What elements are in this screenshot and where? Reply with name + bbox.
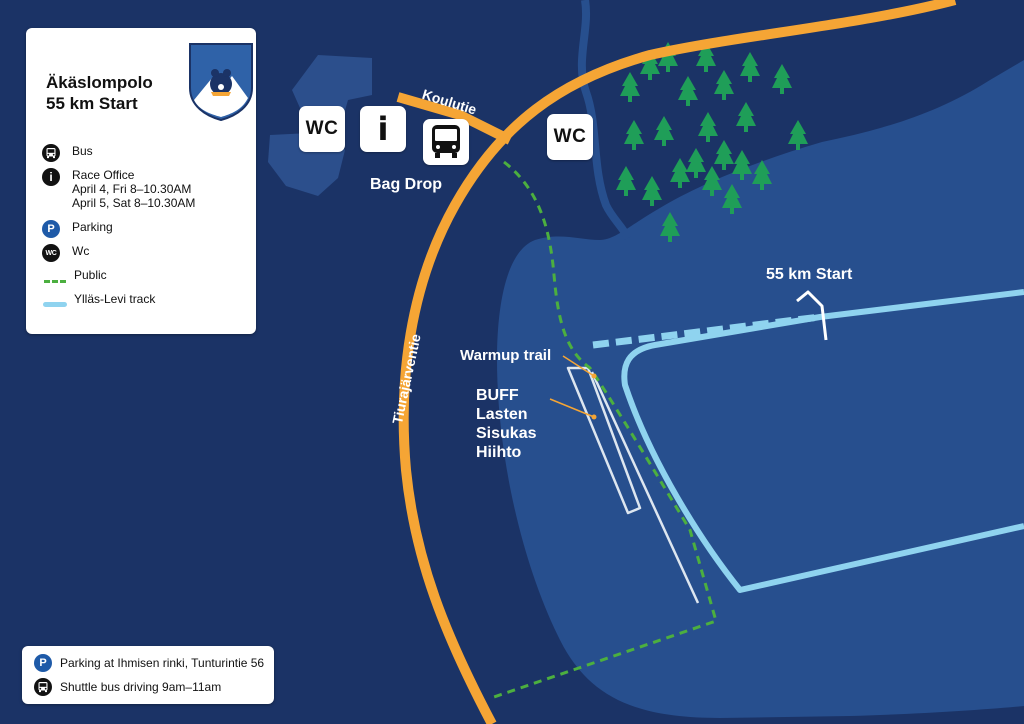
legend-label-public: Public [74,268,107,282]
main-road [398,0,957,724]
start-arrow [796,290,828,341]
note-shuttle-text: Shuttle bus driving 9am–11am [60,680,222,694]
legend-item-public: Public [42,268,107,286]
track-dashed-segment [592,313,821,349]
legend-label-wc: Wc [72,244,90,258]
tree-icon [640,50,660,80]
public-path [493,160,718,699]
legend-item-parking: P Parking [42,220,113,238]
parking-icon: P [42,220,60,238]
notes-card: P Parking at Ihmisen rinki, Tunturintie … [22,646,274,704]
kids-leader-dot [591,414,597,420]
tree-icon [788,120,808,150]
race-office-title: Race Office [72,168,135,182]
bus-sign [423,119,469,165]
ylläs-levi-track [621,289,1024,593]
ylläs-levi-logo [189,43,253,122]
kids-leader [549,398,595,418]
wc-sign-right: WC [547,114,593,160]
info-icon: i [42,168,60,186]
light-blue-line [43,302,67,307]
tree-icon [732,150,752,180]
kids-trail-line4: Hiihto [476,444,522,461]
tree-icon [654,116,674,146]
race-office-saturday: April 5, Sat 8–10.30AM [72,196,196,210]
tree-icon [740,52,760,82]
start-label: 55 km Start [766,266,853,283]
tree-icon [772,64,792,94]
tree-icon [714,140,734,170]
forest [616,42,808,242]
bus-icon [42,144,60,162]
race-office-friday: April 4, Fri 8–10.30AM [72,182,192,196]
creek [577,0,632,240]
legend-title: Äkäslompolo 55 km Start [46,72,153,114]
kids-trail-line3: Sisukas [476,425,537,442]
legend-item-wc: WC Wc [42,244,89,262]
legend-item-track: Ylläs-Levi track [42,292,155,310]
legend-item-bus: Bus [42,144,93,162]
legend-title-line1: Äkäslompolo [46,73,153,92]
tree-icon [698,112,718,142]
note-parking: P Parking at Ihmisen rinki, Tunturintie … [34,654,264,672]
legend-label-race-office: Race Office April 4, Fri 8–10.30AM April… [72,168,195,210]
kids-trail-line2: Lasten [476,406,528,423]
tree-icon [642,176,662,206]
tree-icon [620,72,640,102]
kids-trail-line1: BUFF [476,387,519,404]
legend-card: Äkäslompolo 55 km Start Bus i Race Offic… [26,28,256,334]
bus-icon [432,125,460,158]
tree-icon [660,212,680,242]
tree-icon [670,158,690,188]
legend-label-bus: Bus [72,144,93,158]
legend-label-parking: Parking [72,220,113,234]
tree-icon [616,166,636,196]
note-shuttle: Shuttle bus driving 9am–11am [34,678,221,696]
tree-icon [736,102,756,132]
tree-icon [678,76,698,106]
warmup-leader-dot [591,373,597,379]
wc-sign-left: WC [299,106,345,152]
dashed-green-line [44,279,66,283]
wc-icon: WC [42,244,60,262]
info-sign: i [360,106,406,152]
tree-icon [702,166,722,196]
tree-icon [686,148,706,178]
warmup-trail-line [590,371,700,604]
warmup-trail-label: Warmup trail [460,347,552,364]
kids-trail-label: BUFF Lasten Sisukas Hiihto [476,386,536,462]
road-koulutie [396,92,513,145]
bag-drop-label: Bag Drop [370,176,442,193]
bus-icon [34,678,52,696]
tree-icon [714,70,734,100]
tree-icon [658,42,678,72]
tree-icon [696,42,716,72]
note-parking-text: Parking at Ihmisen rinki, Tunturintie 56 [60,656,265,670]
warmup-leader [562,355,595,377]
tree-icon [752,160,772,190]
legend-title-line2: 55 km Start [46,94,138,113]
legend-item-race-office: i Race Office April 4, Fri 8–10.30AM Apr… [42,168,195,210]
parking-icon: P [34,654,52,672]
legend-label-track: Ylläs-Levi track [74,292,156,306]
tree-icon [624,120,644,150]
tree-icon [722,184,742,214]
